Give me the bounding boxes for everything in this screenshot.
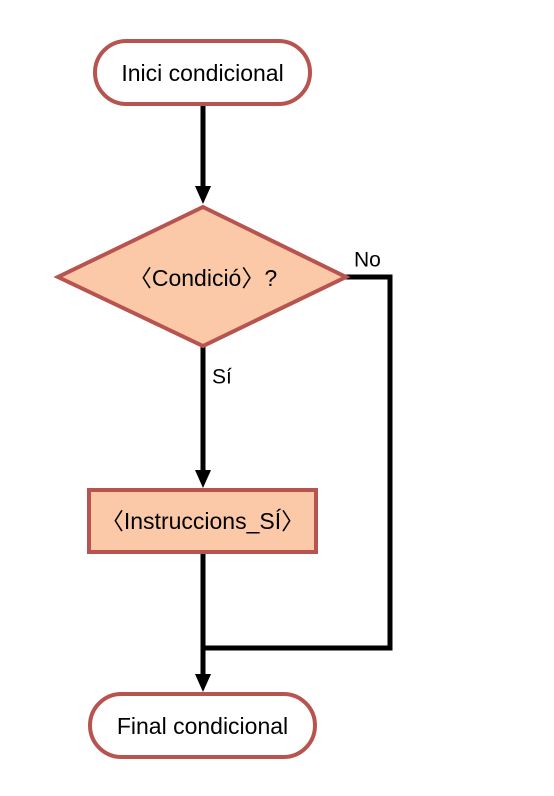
condition-node: 〈Condició〉? — [53, 204, 351, 349]
process-node-label: 〈Instruccions_SÍ〉 — [101, 508, 304, 534]
condition-node-shape — [53, 204, 351, 349]
process-node-shape — [87, 488, 318, 554]
end-node-label: Final condicional — [117, 713, 288, 739]
arrowhead-end — [195, 674, 211, 692]
end-node-shape — [88, 692, 317, 759]
edge-label-si: Sí — [212, 366, 232, 389]
start-node-label: Inici condicional — [121, 60, 283, 86]
start-node-shape — [93, 39, 312, 106]
end-node: Final condicional — [88, 692, 317, 759]
edge-condition-to-end-bypass — [203, 274, 393, 651]
arrowhead-condition — [195, 186, 211, 204]
edge-label-no: No — [354, 249, 381, 272]
arrowhead-process — [195, 470, 211, 488]
condition-node-label: 〈Condició〉? — [129, 265, 277, 291]
start-node: Inici condicional — [93, 39, 312, 106]
process-node: 〈Instruccions_SÍ〉 — [87, 488, 318, 554]
